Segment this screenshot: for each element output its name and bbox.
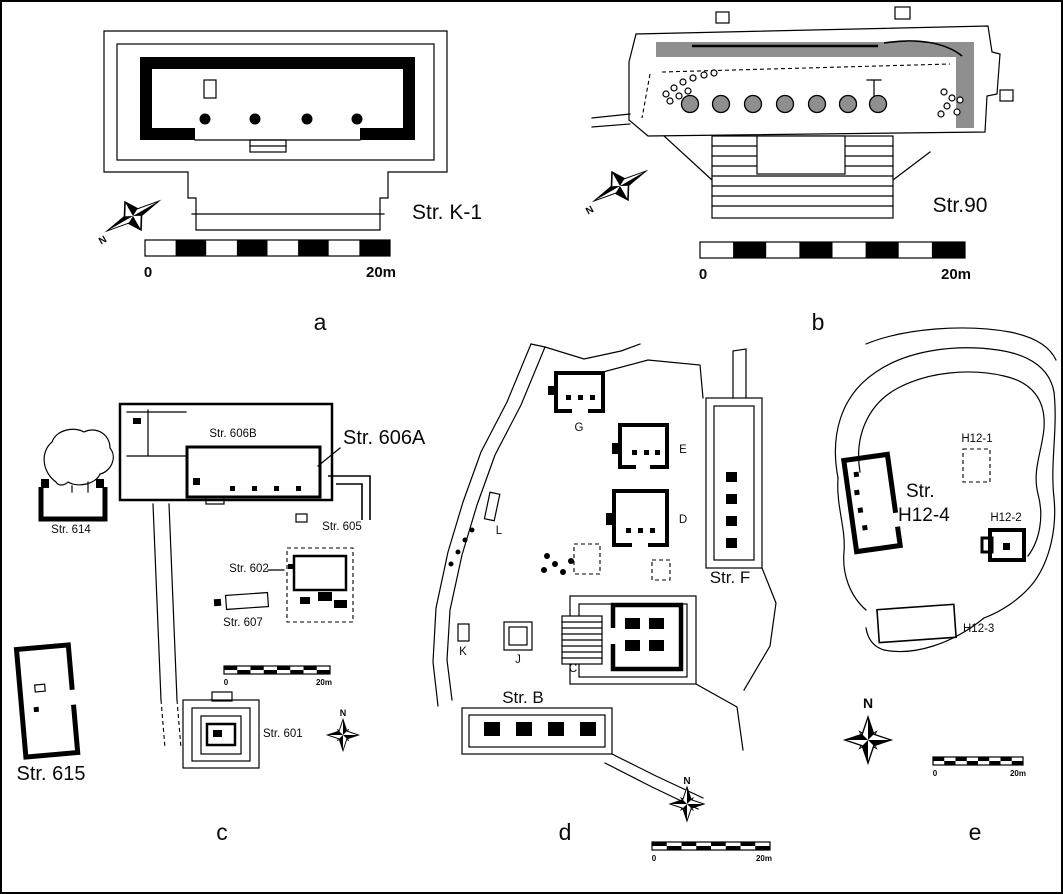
- north-label: N: [97, 234, 109, 247]
- panel-c: Str. 606B Str. 606A Str. 614 Str.: [13, 402, 426, 845]
- scale-start-label: 0: [144, 264, 152, 281]
- str-F-label: Str. F: [710, 568, 751, 587]
- dashed-feature: [651, 559, 671, 581]
- structure-title: Str. K-1: [412, 201, 482, 224]
- structure-K-plan: [457, 623, 470, 642]
- scale-start-label: 0: [652, 854, 657, 863]
- str-H12-2-plan: [980, 528, 1026, 562]
- str-607-label: Str. 607: [223, 617, 263, 629]
- scale-end-label: 20m: [756, 854, 772, 863]
- str-606A-label: Str. 606A: [343, 427, 426, 449]
- compass-icon: N: [584, 156, 655, 217]
- leader-line: [317, 447, 341, 467]
- stone-cluster-right: [937, 88, 964, 118]
- structure-E-plan: [612, 423, 669, 471]
- structure-L-label: L: [496, 525, 503, 537]
- compass-icon: N: [844, 695, 892, 764]
- str-F-plan: [705, 397, 763, 569]
- scale-bar: 0 20m: [144, 239, 396, 281]
- str-614-plan: [38, 428, 114, 522]
- str-601-label: Str. 601: [263, 728, 303, 740]
- str-615-plan: [13, 642, 81, 760]
- panel-letter: d: [559, 819, 572, 845]
- stone-cluster-left: [662, 69, 718, 105]
- scale-bar: 0 20m: [651, 841, 772, 863]
- str-H12-4-label-line2: H12-4: [898, 505, 950, 526]
- interior-altar: [203, 79, 217, 99]
- dashed-feature: [573, 543, 601, 575]
- staircase: [561, 615, 603, 665]
- structure-title: Str.90: [933, 194, 988, 217]
- panel-letter: e: [969, 819, 982, 845]
- scale-end-label: 20m: [366, 264, 396, 281]
- scale-bar: 0 20m: [223, 665, 332, 687]
- staircase: [711, 135, 894, 219]
- str-B-plan: [461, 707, 613, 755]
- scale-bar: 0 20m: [699, 241, 971, 283]
- scale-bar: 0 20m: [932, 756, 1026, 778]
- structure-C-plan: [561, 595, 697, 685]
- structure-J-label: J: [515, 654, 521, 666]
- structure-L-plan: [483, 491, 501, 522]
- panel-d: G E D Str. F: [432, 343, 777, 863]
- str-H12-4-label-line1: Str.: [906, 481, 935, 502]
- str-H12-3-plan: [876, 603, 957, 644]
- north-label: N: [584, 204, 596, 217]
- north-label: N: [683, 776, 690, 787]
- str-605-label: Str. 605: [322, 521, 362, 533]
- structure-E-label: E: [679, 444, 687, 456]
- str-H12-1-plan: [962, 448, 991, 483]
- panel-letter: c: [216, 819, 228, 845]
- structure-D-label: D: [679, 514, 687, 526]
- contour-lines: [834, 327, 1057, 653]
- structure-J-plan: [503, 621, 533, 651]
- north-label: N: [863, 695, 873, 711]
- panel-letter: a: [314, 309, 327, 335]
- scale-end-label: 20m: [941, 266, 971, 283]
- str-606B-label: Str. 606B: [209, 428, 257, 440]
- north-label: N: [340, 708, 347, 718]
- str-H12-4-plan: [840, 451, 904, 555]
- str-90-plan: [591, 6, 1014, 219]
- str-B-label: Str. B: [502, 688, 544, 707]
- str-615-label: Str. 615: [17, 763, 86, 785]
- str-602-plan: [267, 547, 354, 623]
- structure-G-label: G: [575, 422, 584, 434]
- str-H12-1-label: H12-1: [961, 433, 992, 445]
- column-dots: [448, 527, 574, 575]
- str-k1-plan: [103, 30, 448, 231]
- scale-end-label: 20m: [316, 678, 332, 687]
- structure-K-label: K: [459, 646, 467, 658]
- str-H12-2-label: H12-2: [990, 512, 1021, 524]
- tree-outline: [43, 428, 114, 486]
- panel-letter: b: [812, 309, 825, 335]
- str-606B-plan: [118, 402, 334, 502]
- compass-icon: N: [326, 708, 360, 752]
- panel-e: Str. H12-4 H12-1 H12-2 H12-3 N: [834, 327, 1057, 845]
- scale-start-label: 0: [699, 266, 707, 283]
- str-605-plan: [295, 475, 371, 523]
- str-H12-3-label: H12-3: [963, 623, 994, 635]
- str-602-label: Str. 602: [229, 563, 269, 575]
- compass-icon: N: [97, 186, 168, 247]
- str-606A-plan: [185, 445, 322, 505]
- str-614-label: Str. 614: [51, 524, 91, 536]
- scale-start-label: 0: [224, 678, 229, 687]
- structure-G-plan: [548, 371, 605, 415]
- scale-end-label: 20m: [1010, 769, 1026, 778]
- causeway-lines: [152, 503, 182, 749]
- structure-C-label: C: [569, 663, 577, 675]
- scale-start-label: 0: [933, 769, 938, 778]
- str-601-plan: [182, 691, 260, 769]
- compass-icon: N: [669, 776, 705, 822]
- structure-D-plan: [606, 489, 669, 549]
- panel-a: N 0 20m Str. K-1 a: [97, 30, 482, 335]
- panel-b: N 0 20m Str.90 b: [584, 6, 1014, 335]
- str-607-plan: [213, 591, 270, 611]
